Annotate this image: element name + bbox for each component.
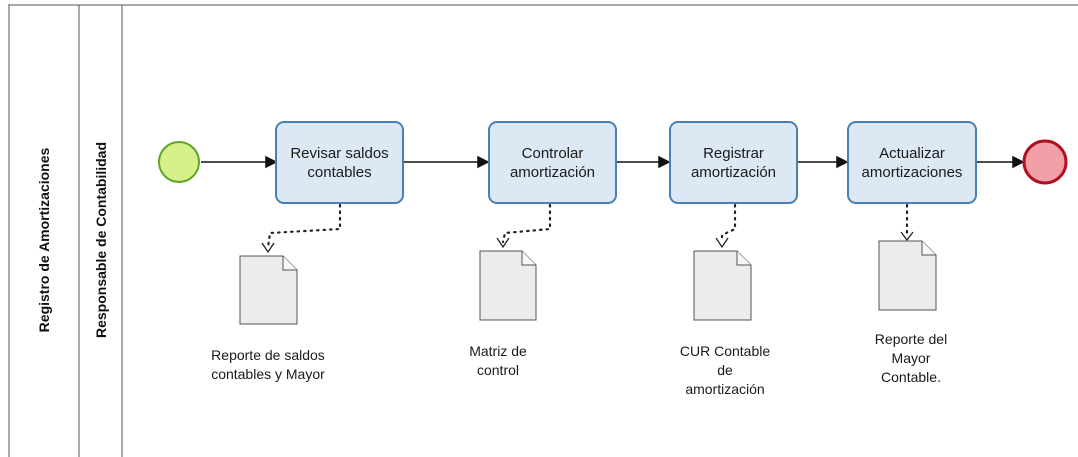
task-registrar-amortizacion[interactable]: Registrar amortización xyxy=(669,121,798,204)
task-controlar-amortizacion[interactable]: Controlar amortización xyxy=(488,121,617,204)
data-object-1[interactable] xyxy=(239,255,298,325)
flow-arrowhead xyxy=(1012,155,1025,169)
task-revisar-saldos[interactable]: Revisar saldos contables xyxy=(275,121,404,204)
task-label: Registrar amortización xyxy=(690,144,777,181)
lane-label: Responsable de Contabilidad xyxy=(93,141,109,339)
data-objects xyxy=(239,240,937,325)
flow-arrowhead xyxy=(265,155,278,169)
association-doc3 xyxy=(720,203,737,244)
association-doc1 xyxy=(266,203,342,249)
document-label-4: Reporte del Mayor Contable. xyxy=(874,331,948,385)
task-label: Revisar saldos contables xyxy=(290,144,389,181)
sequence-flows xyxy=(201,155,1025,169)
document-label-1: Reporte de saldos contables y Mayor xyxy=(211,347,325,382)
data-associations xyxy=(266,203,909,249)
start-event[interactable] xyxy=(158,141,200,183)
task-label: Controlar amortización xyxy=(509,144,596,181)
flow-arrowhead xyxy=(836,155,849,169)
data-object-3[interactable] xyxy=(693,250,752,321)
document-label-3: CUR Contable de amortización xyxy=(679,343,771,397)
document-label-2: Matriz de control xyxy=(469,343,527,378)
flow-arrowhead xyxy=(477,155,490,169)
pool-label: Registro de Amortizaciones xyxy=(36,147,52,333)
end-event[interactable] xyxy=(1022,139,1068,185)
data-object-4[interactable] xyxy=(878,240,937,311)
task-label: Actualizar amortizaciones xyxy=(861,144,963,181)
association-arrowheads xyxy=(261,231,914,254)
flow-arrowhead xyxy=(658,155,671,169)
association-doc2 xyxy=(501,203,552,244)
data-object-2[interactable] xyxy=(479,250,537,321)
task-actualizar-amortizaciones[interactable]: Actualizar amortizaciones xyxy=(847,121,977,204)
